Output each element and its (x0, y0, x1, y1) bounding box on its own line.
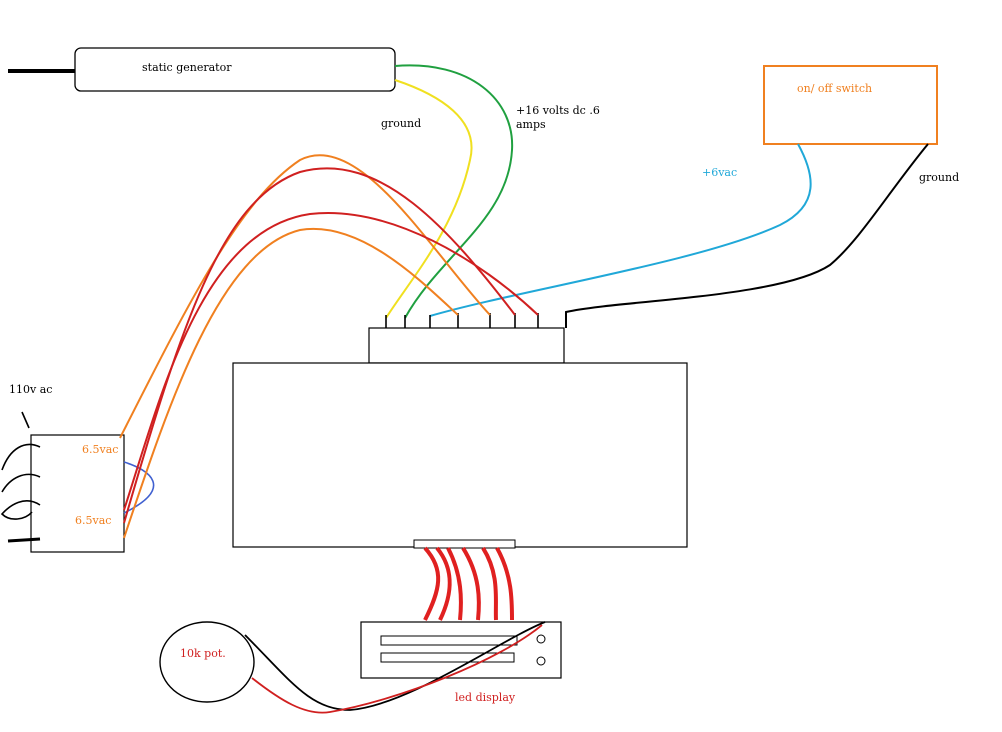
blue-loop-wire (123, 461, 155, 514)
plus6vac-label: +6vac (702, 166, 737, 179)
vac-bottom-label: 6.5vac (75, 514, 111, 527)
ac110-label: 110v ac (9, 383, 52, 396)
terminal-pins (385, 313, 567, 328)
ground-top-label: ground (381, 117, 421, 130)
ac-plug-wires (0, 443, 41, 543)
led-display-box (360, 621, 562, 679)
vac-top-label: 6.5vac (82, 443, 118, 456)
led-segment-bottom (380, 652, 515, 663)
black-ground-wire (565, 143, 929, 328)
board-connector (413, 539, 516, 549)
orange-wire-2 (123, 227, 459, 539)
pot-circle (159, 621, 255, 703)
ground-right-label: ground (919, 171, 959, 184)
red-wire-2 (123, 212, 539, 511)
main-board (232, 362, 688, 548)
pot-red-wire (251, 624, 543, 714)
terminal-block (368, 327, 565, 364)
switch-label: on/ off switch (797, 82, 872, 95)
on-off-switch-box (763, 65, 938, 145)
orange-wire-1 (119, 154, 491, 439)
plus16-label: +16 volts dc .6 (516, 104, 600, 117)
cyan-6vac-wire (429, 143, 812, 317)
green-16v-wire (394, 64, 514, 319)
ribbon-cable (423, 546, 514, 621)
static-generator-label: static generator (142, 61, 232, 74)
static-generator-box (74, 47, 396, 92)
amps-label: amps (516, 118, 546, 131)
led-knob-bottom (536, 656, 546, 666)
pot-black-wire (244, 621, 546, 711)
ac-lead (21, 411, 30, 429)
led-display-label: led display (455, 691, 516, 704)
led-knob-top (536, 634, 546, 644)
yellow-ground-wire (385, 79, 473, 319)
led-segment-top (380, 635, 518, 646)
pot-label: 10k pot. (180, 647, 226, 660)
transformer-box (30, 434, 125, 553)
